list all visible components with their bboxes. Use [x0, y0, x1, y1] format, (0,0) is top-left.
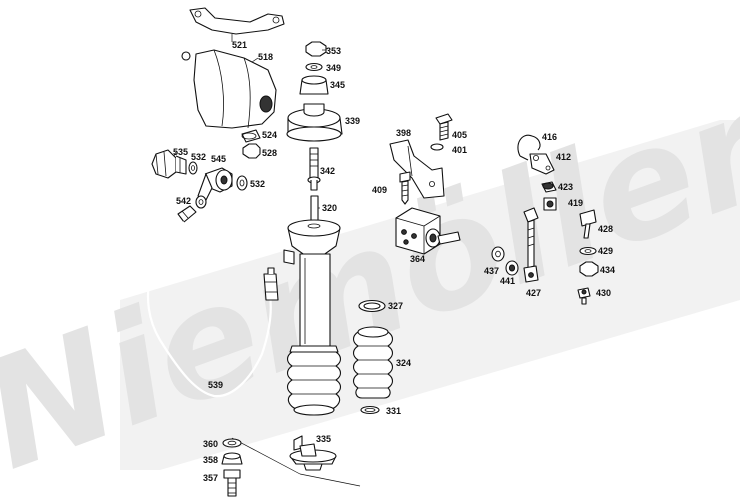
part-535-banjo-bolt[interactable] — [151, 149, 187, 179]
part-342-rod-nut[interactable] — [307, 147, 321, 191]
label-349: 349 — [326, 63, 341, 73]
part-441-clip[interactable] — [505, 260, 519, 276]
part-349-washer[interactable] — [305, 62, 323, 72]
label-528: 528 — [262, 148, 277, 158]
label-335: 335 — [316, 434, 331, 444]
watermark-text: Niemöller — [0, 58, 740, 500]
label-524: 524 — [262, 130, 277, 140]
part-364-valve-block[interactable] — [395, 207, 461, 255]
part-430-bolt[interactable] — [577, 287, 591, 305]
part-532-washer-upper[interactable] — [188, 161, 198, 175]
label-535: 535 — [173, 147, 188, 157]
part-405-bolt[interactable] — [435, 113, 453, 141]
label-532-upper: 532 — [191, 152, 206, 162]
part-545-banjo-fitting[interactable] — [197, 167, 233, 201]
part-539-hydraulic-hose[interactable] — [146, 205, 279, 398]
label-542: 542 — [176, 196, 191, 206]
part-335-lower-mount[interactable] — [231, 435, 361, 487]
label-353: 353 — [326, 46, 341, 56]
part-353-nut[interactable] — [305, 41, 327, 57]
label-427: 427 — [526, 288, 541, 298]
part-518-reservoir[interactable] — [181, 49, 277, 129]
label-545: 545 — [211, 154, 226, 164]
part-398-bracket[interactable] — [389, 139, 445, 199]
label-429: 429 — [598, 246, 613, 256]
label-398: 398 — [396, 128, 411, 138]
label-401: 401 — [452, 145, 467, 155]
label-521: 521 — [232, 40, 247, 50]
label-327: 327 — [388, 301, 403, 311]
part-412-lever[interactable] — [529, 153, 555, 175]
label-320: 320 — [322, 203, 337, 213]
part-521-bracket[interactable] — [189, 7, 285, 42]
part-360-washer[interactable] — [222, 438, 242, 448]
part-428-link[interactable] — [579, 209, 597, 239]
part-401-washer[interactable] — [430, 143, 444, 151]
part-416-spring-clip[interactable] — [517, 134, 541, 161]
label-539: 539 — [208, 380, 223, 390]
label-416: 416 — [542, 132, 557, 142]
label-358: 358 — [203, 455, 218, 465]
part-532-washer-lower[interactable] — [236, 175, 248, 191]
label-434: 434 — [600, 265, 615, 275]
part-437-washer[interactable] — [491, 246, 505, 262]
watermark-backdrop — [120, 120, 740, 470]
part-324-dust-boot[interactable] — [352, 326, 394, 399]
part-419-ball-joint[interactable] — [543, 197, 557, 211]
part-434-nut[interactable] — [579, 261, 599, 277]
part-423-bushing[interactable] — [541, 181, 557, 193]
part-327-seal-ring[interactable] — [358, 299, 386, 313]
label-423: 423 — [558, 182, 573, 192]
label-428: 428 — [598, 224, 613, 234]
label-437: 437 — [484, 266, 499, 276]
label-342: 342 — [320, 166, 335, 176]
label-518: 518 — [258, 52, 273, 62]
label-345: 345 — [330, 80, 345, 90]
label-430: 430 — [596, 288, 611, 298]
label-412: 412 — [556, 152, 571, 162]
part-427-connecting-rod[interactable] — [523, 207, 539, 283]
part-331-clamp-ring[interactable] — [360, 405, 380, 415]
label-324: 324 — [396, 358, 411, 368]
label-339: 339 — [345, 116, 360, 126]
label-360: 360 — [203, 439, 218, 449]
label-419: 419 — [568, 198, 583, 208]
part-528-nut[interactable] — [242, 143, 261, 159]
part-542-seal-ring[interactable] — [195, 195, 207, 209]
label-409: 409 — [372, 185, 387, 195]
label-331: 331 — [386, 406, 401, 416]
part-345-bushing[interactable] — [299, 75, 329, 95]
part-409-screw[interactable] — [399, 171, 411, 205]
part-429-washer[interactable] — [579, 246, 597, 256]
label-364: 364 — [410, 254, 425, 264]
label-405: 405 — [452, 130, 467, 140]
part-358-nut[interactable] — [221, 452, 243, 465]
label-357: 357 — [203, 473, 218, 483]
label-532-lower: 532 — [250, 179, 265, 189]
part-320-shock-absorber[interactable] — [283, 195, 342, 416]
watermark-logo: Niemöller — [0, 58, 740, 500]
part-524-bushing[interactable] — [241, 129, 261, 143]
label-441: 441 — [500, 276, 515, 286]
part-357-bolt[interactable] — [223, 469, 241, 497]
part-339-strut-mount[interactable] — [286, 103, 343, 142]
